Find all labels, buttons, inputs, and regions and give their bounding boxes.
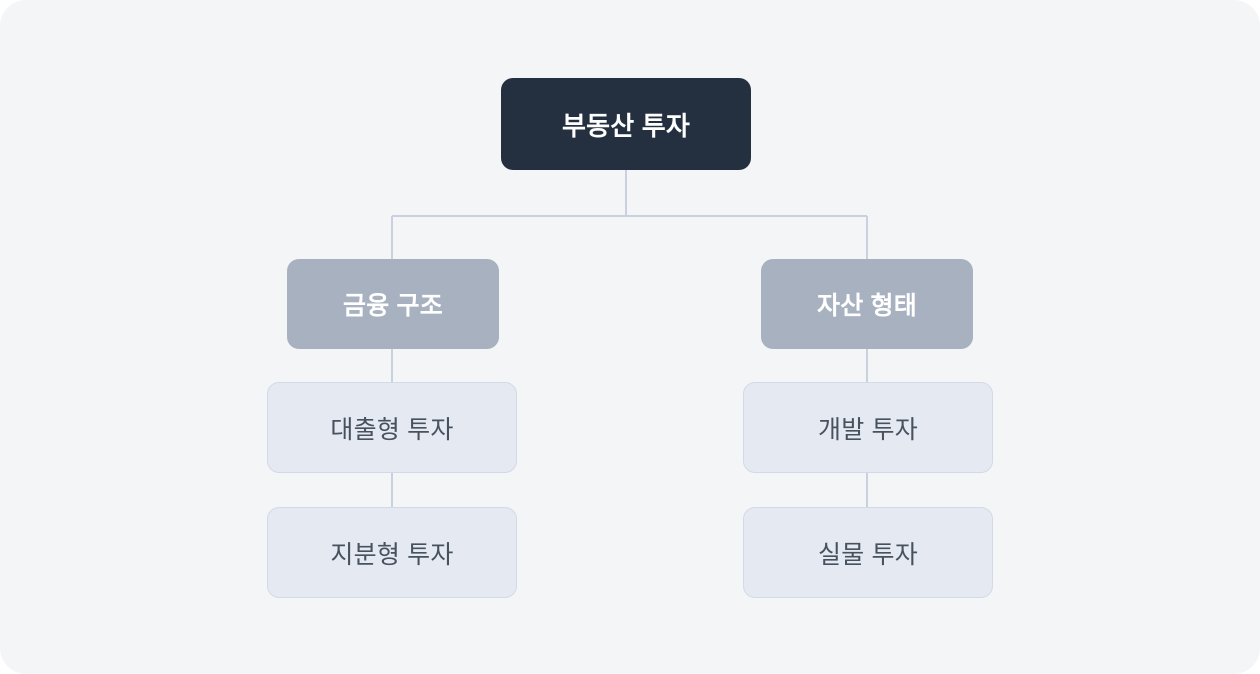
node-branch-financial-structure[interactable]: 금융 구조 <box>287 259 499 349</box>
node-root[interactable]: 부동산 투자 <box>501 78 751 170</box>
node-leaf-physical-investment[interactable]: 실물 투자 <box>743 507 993 598</box>
node-leaf-development-investment[interactable]: 개발 투자 <box>743 382 993 473</box>
node-leaf-equity-investment[interactable]: 지분형 투자 <box>267 507 517 598</box>
node-branch-asset-type[interactable]: 자산 형태 <box>761 259 973 349</box>
node-leaf-loan-investment[interactable]: 대출형 투자 <box>267 382 517 473</box>
